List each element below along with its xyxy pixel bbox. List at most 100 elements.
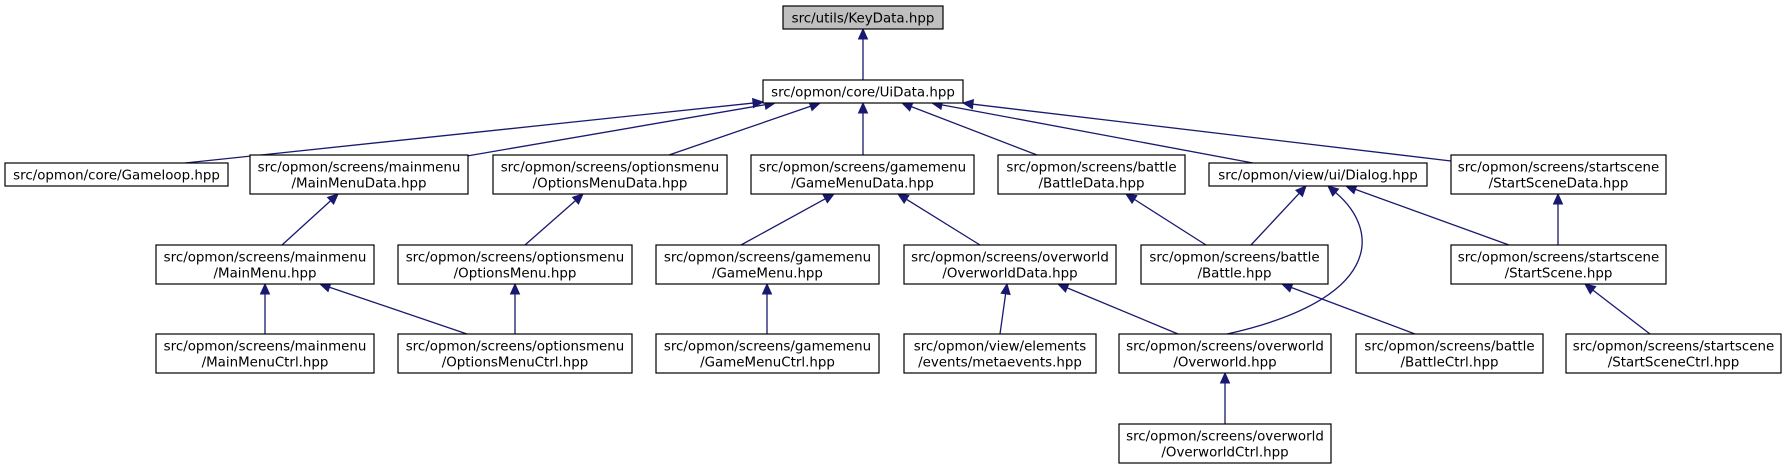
edge-optionsmenuctrl-to-optionsmenu [509,282,521,334]
edge-line [740,198,826,246]
arrowhead [752,97,765,109]
arrowhead [1056,283,1070,293]
arrowhead [761,282,773,295]
node-box [155,244,375,285]
edge-overworldctrl-to-overworld [1219,371,1231,424]
node-label: src/opmon/screens/gamemenu [664,340,871,355]
edge-startscene-to-startscenedata [1552,192,1564,245]
node-label: /StartScene.hpp [1505,267,1613,282]
arrowhead [1124,193,1138,205]
node-box [1118,333,1332,374]
node-label: /MainMenuCtrl.hpp [202,356,329,371]
edge-line [524,200,576,246]
node-optionsmenuctrl[interactable]: src/opmon/screens/optionsmenu/OptionsMen… [397,333,633,374]
node-keydata[interactable]: src/utils/KeyData.hpp [782,5,944,30]
arrowhead [961,99,975,110]
node-startscenedata[interactable]: src/opmon/screens/startscene/StartSceneD… [1450,154,1667,195]
node-metaevents[interactable]: src/opmon/view/elements/events/metaevent… [903,333,1097,374]
arrowhead [509,282,521,295]
edge-line [1066,287,1179,335]
node-box [1565,333,1782,374]
edge-mainmenuctrl-to-mainmenu [259,282,271,334]
node-uidata[interactable]: src/opmon/core/UiData.hpp [762,79,964,104]
edge-gameloop-to-uidata [184,97,765,164]
node-box [249,154,469,195]
node-label: src/utils/KeyData.hpp [792,12,935,27]
node-dialog[interactable]: src/opmon/view/ui/Dialog.hpp [1208,162,1428,187]
node-label: src/opmon/screens/overworld [1126,430,1324,445]
arrowhead [1000,282,1011,296]
node-mainmenudata[interactable]: src/opmon/screens/mainmenu/MainMenuData.… [249,154,469,195]
edge-battle-to-battledata [1124,193,1207,246]
node-battle[interactable]: src/opmon/screens/battle/Battle.hpp [1140,244,1329,285]
node-label: /events/metaevents.hpp [918,356,1082,371]
edge-optionsmenuctrl-to-mainmenu [318,282,468,335]
node-mainmenuctrl[interactable]: src/opmon/screens/mainmenu/MainMenuCtrl.… [155,333,375,374]
edge-line [972,103,1452,162]
nodes-layer: src/utils/KeyData.hpp src/opmon/core/UiDa… [4,5,1782,464]
node-label: src/opmon/screens/battle [1149,251,1319,266]
node-label: /OptionsMenuData.hpp [533,177,688,192]
edge-gamemenu-to-gamemenudata [740,193,836,246]
node-optionsmenudata[interactable]: src/opmon/screens/optionsmenu/OptionsMen… [492,154,728,195]
node-label: /OverworldCtrl.hpp [1161,446,1288,461]
node-label: src/opmon/core/Gameloop.hpp [13,169,220,184]
node-box [492,154,728,195]
node-box [655,244,880,285]
arrowhead [326,193,339,205]
edge-overworld-to-overworlddata [1056,283,1179,335]
node-label: /StartSceneCtrl.hpp [1608,356,1740,371]
node-overworlddata[interactable]: src/opmon/screens/overworld/OverworldDat… [903,244,1117,285]
node-label: /Battle.hpp [1197,267,1271,282]
node-mainmenu[interactable]: src/opmon/screens/mainmenu/MainMenu.hpp [155,244,375,285]
node-startscenectrl[interactable]: src/opmon/screens/startscene/StartSceneC… [1565,333,1782,374]
node-gamemenudata[interactable]: src/opmon/screens/gamemenu/GameMenuData.… [750,154,975,195]
node-overworld[interactable]: src/opmon/screens/overworld/Overworld.hp… [1118,333,1332,374]
node-gameloop[interactable]: src/opmon/core/Gameloop.hpp [4,162,229,187]
node-label: /OverworldData.hpp [942,267,1077,282]
node-startscene[interactable]: src/opmon/screens/startscene/StartScene.… [1450,244,1667,285]
edge-line [941,104,1254,164]
edge-line [911,105,1038,156]
edge-battle-to-dialog [1250,185,1307,246]
edge-mainmenu-to-mainmenudata [281,193,339,246]
node-gamemenu[interactable]: src/opmon/screens/gamemenu/GameMenu.hpp [655,244,880,285]
arrowhead [1552,192,1564,205]
node-battledata[interactable]: src/opmon/screens/battle/BattleData.hpp [997,154,1186,195]
node-box [1118,423,1332,464]
node-box [1450,154,1667,195]
arrowhead [857,27,869,40]
node-box [1140,244,1329,285]
node-box [762,79,964,104]
node-box [155,333,375,374]
edge-line [906,198,981,246]
node-label: src/opmon/screens/overworld [1126,340,1324,355]
edge-line [1134,198,1207,246]
arrowhead [259,282,271,295]
arrowhead [1584,283,1597,295]
node-label: /OptionsMenu.hpp [454,267,577,282]
arrowhead [896,193,910,205]
node-label: src/opmon/screens/optionsmenu [406,251,625,266]
node-box [4,162,229,187]
node-label: src/opmon/screens/mainmenu [164,251,367,266]
node-gamemenuctrl[interactable]: src/opmon/screens/gamemenu/GameMenuCtrl.… [655,333,880,374]
node-optionsmenu[interactable]: src/opmon/screens/optionsmenu/OptionsMen… [397,244,633,285]
edge-line [184,102,754,164]
edge-gamemenudata-to-uidata [857,101,869,155]
node-battlectrl[interactable]: src/opmon/screens/battle/BattleCtrl.hpp [1355,333,1544,374]
edge-startscenedata-to-uidata [961,99,1452,162]
node-overworldctrl[interactable]: src/opmon/screens/overworld/OverworldCtr… [1118,423,1332,464]
node-box [397,244,633,285]
node-label: src/opmon/screens/startscene [1458,251,1659,266]
node-box [1450,244,1667,285]
arrowhead [571,193,584,205]
node-label: /MainMenuData.hpp [292,177,427,192]
node-box [903,333,1097,374]
edge-line [999,293,1007,335]
edge-startscenectrl-to-startscene [1584,283,1651,335]
edge-optionsmenu-to-optionsmenudata [524,193,584,246]
edge-line [1226,191,1363,335]
node-label: src/opmon/screens/startscene [1458,161,1659,176]
